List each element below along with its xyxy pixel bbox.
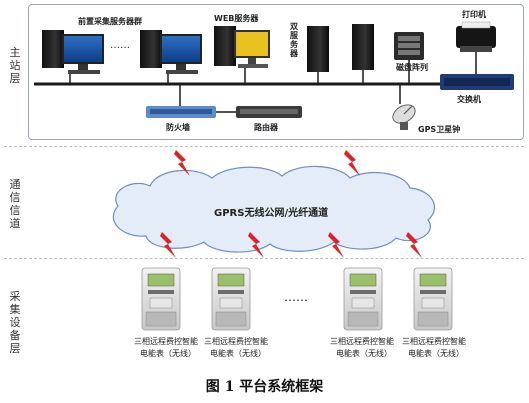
wireless-links bbox=[160, 150, 422, 258]
router-label: 路由器 bbox=[254, 123, 278, 132]
dual-server-2-icon bbox=[352, 24, 374, 84]
meter-label-line1: 三相远程费控智能 bbox=[330, 337, 394, 346]
meter-label-line2: 电能表（无线） bbox=[408, 349, 464, 358]
meters-ellipsis: …… bbox=[284, 290, 308, 304]
meters-group bbox=[141, 267, 453, 331]
web-server-icon bbox=[214, 26, 270, 84]
disk-array-icon bbox=[394, 32, 424, 84]
router-icon bbox=[216, 106, 302, 118]
smart-meter-icon bbox=[211, 267, 251, 331]
station-ellipsis: …… bbox=[110, 40, 130, 51]
dual-server-1-icon bbox=[307, 26, 329, 84]
lightning-bolt-icon bbox=[328, 232, 344, 258]
channel-label: GPRS无线公网/光纤通道 bbox=[214, 208, 329, 219]
gps-label: GPS卫星钟 bbox=[418, 125, 461, 134]
printer-icon bbox=[456, 21, 496, 74]
meter-label-line2: 电能表（无线） bbox=[336, 349, 392, 358]
layer-label-comm: 通信信道 bbox=[9, 178, 21, 230]
pre-servers-label: 前置采集服务器群 bbox=[78, 17, 142, 26]
switch-label: 交换机 bbox=[457, 95, 481, 104]
dual-servers-label: 双服务器 bbox=[290, 22, 298, 58]
figure-caption: 图 1 平台系统框架 bbox=[205, 379, 324, 395]
lightning-bolt-icon bbox=[406, 232, 422, 258]
meter-label-line1: 三相远程费控智能 bbox=[204, 337, 268, 346]
meter-label-line2: 电能表（无线） bbox=[140, 349, 196, 358]
layer-separator-top bbox=[4, 146, 524, 147]
gps-clock-icon bbox=[392, 84, 416, 130]
lightning-bolt-icon bbox=[248, 232, 264, 258]
lightning-bolt-icon bbox=[344, 150, 360, 176]
pre-server-1-icon bbox=[42, 30, 104, 84]
meter-label-line1: 三相远程费控智能 bbox=[402, 337, 466, 346]
layer-label-collect: 采集设备层 bbox=[9, 290, 21, 355]
lightning-bolt-icon bbox=[174, 150, 190, 176]
switch-icon bbox=[440, 74, 514, 90]
meter-label-line2: 电能表（无线） bbox=[210, 349, 266, 358]
smart-meter-icon bbox=[141, 267, 181, 331]
layer-label-station: 主站层 bbox=[9, 46, 21, 85]
web-server-label: WEB服务器 bbox=[214, 14, 259, 23]
disk-array-label: 磁盘阵列 bbox=[396, 63, 428, 72]
firewall-icon bbox=[146, 84, 216, 118]
printer-label: 打印机 bbox=[462, 10, 486, 19]
smart-meter-icon bbox=[343, 267, 383, 331]
layer-separator-bottom bbox=[4, 258, 524, 259]
lightning-bolt-icon bbox=[160, 232, 176, 258]
smart-meter-icon bbox=[413, 267, 453, 331]
cloud-channel-icon bbox=[112, 165, 435, 253]
pre-server-2-icon bbox=[140, 30, 202, 84]
firewall-label: 防火墙 bbox=[166, 123, 190, 132]
meter-label-line1: 三相远程费控智能 bbox=[134, 337, 198, 346]
